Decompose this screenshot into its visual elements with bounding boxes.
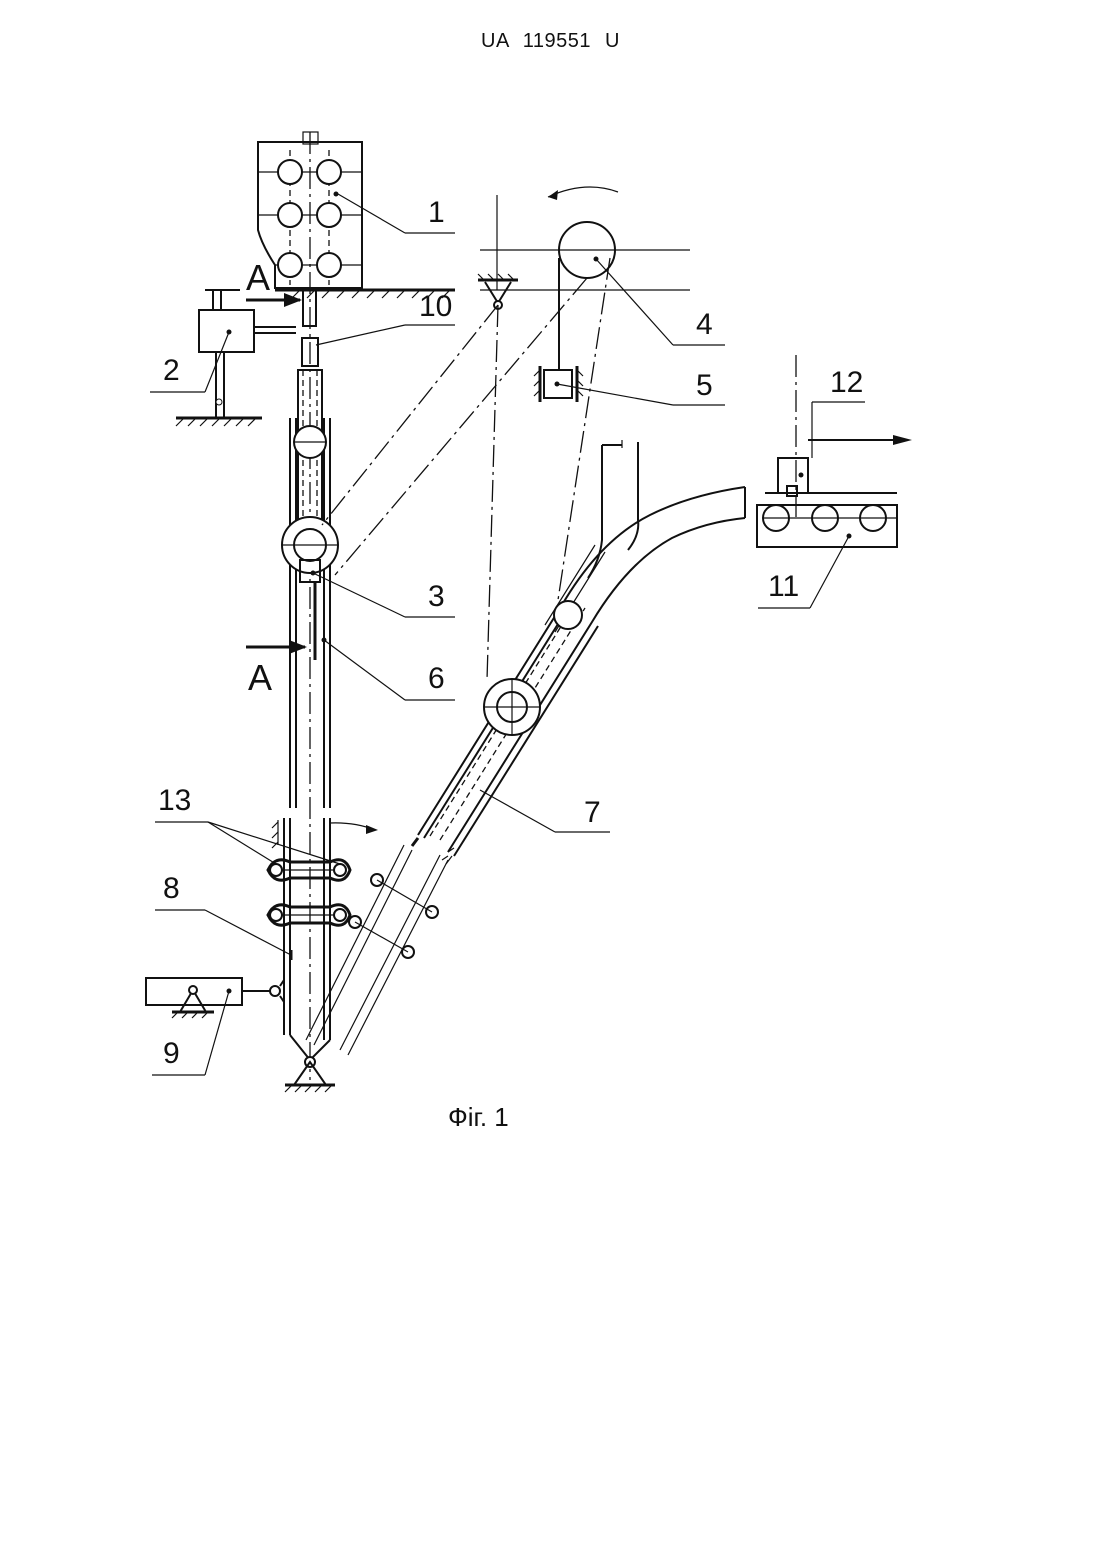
label-11: 11 (768, 570, 799, 603)
label-13: 13 (158, 784, 191, 817)
roller-block-1 (258, 132, 455, 1080)
section-a-label-top: A (246, 257, 270, 298)
figure-caption: Фіг. 1 (448, 1102, 509, 1132)
label-8: 8 (163, 872, 180, 905)
section-a-label-bottom: A (248, 657, 272, 698)
label-9: 9 (163, 1037, 180, 1070)
cylinder-9 (146, 978, 284, 1018)
label-4: 4 (696, 308, 713, 341)
actuator-2 (176, 290, 296, 426)
drum-4 (322, 187, 690, 680)
label-12: 12 (830, 366, 863, 399)
section-a-arrow-bottom: A (246, 640, 307, 698)
label-7: 7 (584, 796, 601, 829)
label-1: 1 (428, 196, 445, 229)
label-10: 10 (419, 290, 452, 323)
conveyor-11 (757, 493, 897, 547)
label-3: 3 (428, 580, 445, 613)
label-6: 6 (428, 662, 445, 695)
label-5: 5 (696, 369, 713, 402)
label-2: 2 (163, 354, 180, 387)
